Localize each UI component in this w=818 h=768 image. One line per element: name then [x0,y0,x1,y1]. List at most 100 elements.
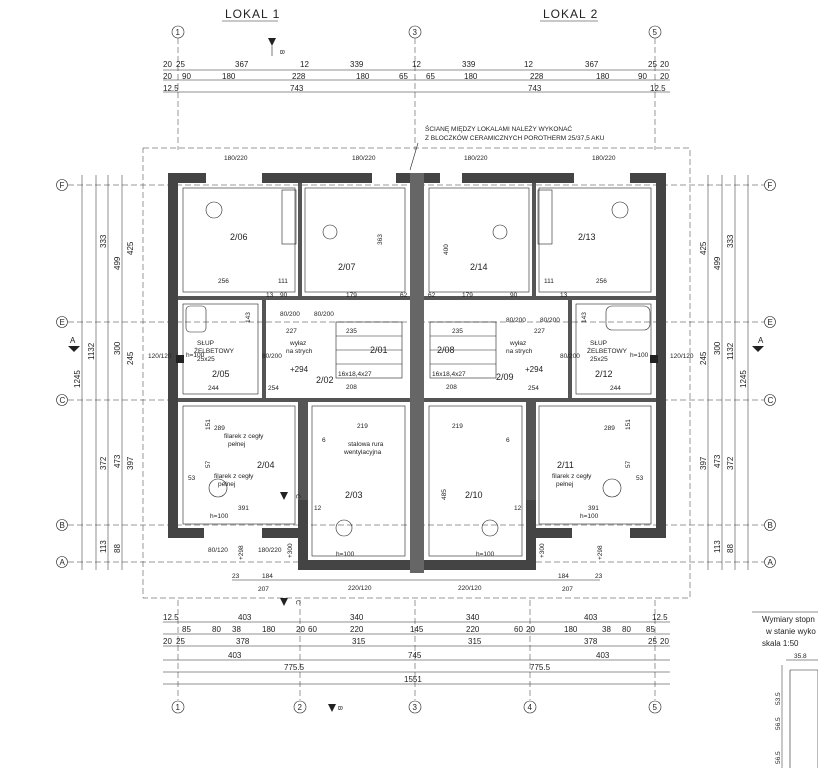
svg-text:16x18,4x27: 16x18,4x27 [432,371,466,378]
svg-text:SŁUP: SŁUP [197,340,214,347]
svg-text:C: C [294,600,301,605]
svg-text:300: 300 [113,341,122,355]
svg-text:F: F [768,181,773,190]
svg-text:16x18,4x27: 16x18,4x27 [338,371,372,378]
svg-text:38: 38 [602,625,611,634]
svg-text:filarek z cegły: filarek z cegły [214,473,254,480]
svg-text:235: 235 [346,328,357,335]
svg-text:180: 180 [596,72,610,81]
svg-text:stalowa rura: stalowa rura [348,441,384,448]
section-mark-a-left: A [68,336,80,352]
opening-labels: 180/220 180/220 180/220 180/220 80/200 8… [148,155,694,592]
svg-text:ŚCIANĘ MIĘDZY LOKALAMI NALEŻY: ŚCIANĘ MIĘDZY LOKALAMI NALEŻY WYKONAĆ [425,124,572,133]
svg-text:378: 378 [584,637,598,646]
svg-text:ŻELBETOWY: ŻELBETOWY [587,346,628,355]
svg-text:180: 180 [262,625,276,634]
svg-text:h=100: h=100 [336,551,355,558]
svg-text:180/220: 180/220 [464,155,488,162]
svg-text:775.5: 775.5 [284,663,305,672]
svg-text:339: 339 [462,60,476,69]
svg-text:1: 1 [176,28,181,37]
svg-text:38: 38 [232,625,241,634]
svg-text:111: 111 [544,278,554,285]
svg-text:pełnej: pełnej [556,481,573,488]
svg-text:12.5: 12.5 [163,613,179,622]
svg-text:151: 151 [625,419,632,430]
svg-text:6: 6 [506,437,510,444]
room-2-10: 2/10 [465,490,483,500]
svg-text:53: 53 [636,475,644,482]
svg-text:85: 85 [182,625,191,634]
svg-text:333: 333 [726,234,735,248]
svg-text:90: 90 [182,72,191,81]
svg-text:403: 403 [238,613,252,622]
svg-text:400: 400 [443,244,450,255]
svg-text:56.5: 56.5 [775,717,782,730]
svg-text:473: 473 [713,454,722,468]
svg-text:228: 228 [292,72,306,81]
svg-text:180/220: 180/220 [258,547,282,554]
svg-text:235: 235 [452,328,463,335]
svg-text:227: 227 [286,328,297,335]
svg-text:12: 12 [412,60,421,69]
room-2-07: 2/07 [338,262,356,272]
annotations: SŁUP ŻELBETOWY 25x25 SŁUP ŻELBETOWY 25x2… [186,340,649,560]
svg-text:143: 143 [581,312,588,323]
svg-text:378: 378 [236,637,250,646]
svg-text:1551: 1551 [404,675,422,684]
svg-text:184: 184 [262,573,273,580]
svg-text:333: 333 [99,234,108,248]
svg-text:151: 151 [205,419,212,430]
svg-text:372: 372 [726,456,735,470]
svg-text:20: 20 [163,60,172,69]
svg-text:23: 23 [232,573,240,580]
axis-top-3: 3 [408,25,422,39]
room-2-09: 2/09 [496,372,514,382]
svg-text:254: 254 [268,385,279,392]
svg-text:25: 25 [648,637,657,646]
svg-text:25x25: 25x25 [590,356,608,363]
svg-text:208: 208 [346,384,357,391]
svg-text:220: 220 [350,625,364,634]
svg-text:+294: +294 [290,365,309,374]
svg-text:397: 397 [126,456,135,470]
right-dimension-chain: 1132 1245 425 499 333 300 245 397 473 37… [699,175,749,570]
svg-text:228: 228 [530,72,544,81]
room-2-13: 2/13 [578,232,596,242]
svg-text:499: 499 [713,256,722,270]
svg-text:88: 88 [726,544,735,553]
svg-text:1132: 1132 [87,342,96,360]
svg-text:23: 23 [595,573,603,580]
section-mark-b-bottom: B [328,704,343,712]
room-2-03: 2/03 [345,490,363,500]
svg-text:219: 219 [452,423,463,430]
svg-text:A: A [70,336,76,345]
svg-text:20: 20 [296,625,305,634]
svg-text:80/200: 80/200 [540,317,560,324]
svg-text:256: 256 [596,278,607,285]
svg-text:1: 1 [176,703,181,712]
svg-text:220: 220 [466,625,480,634]
svg-text:+300: +300 [539,543,546,558]
svg-text:113: 113 [99,540,108,553]
svg-text:391: 391 [588,505,599,512]
svg-text:207: 207 [562,586,573,593]
svg-text:207: 207 [258,586,269,593]
svg-text:56.5: 56.5 [775,751,782,764]
wall-material-note: ŚCIANĘ MIĘDZY LOKALAMI NALEŻY WYKONAĆ Z … [409,124,605,171]
svg-text:180: 180 [464,72,478,81]
svg-text:340: 340 [350,613,364,622]
axis-left-labels: F E C B A [56,179,68,568]
svg-text:80/200: 80/200 [262,353,282,360]
svg-text:C: C [768,396,774,405]
svg-text:473: 473 [113,454,122,468]
svg-text:315: 315 [352,637,366,646]
svg-text:13: 13 [266,292,274,299]
svg-text:227: 227 [534,328,545,335]
svg-text:na strych: na strych [286,348,313,355]
svg-text:111: 111 [278,278,288,285]
section-mark-c: C C [280,492,301,606]
svg-text:wentylacyjna: wentylacyjna [343,449,382,456]
svg-text:256: 256 [218,278,229,285]
svg-text:57: 57 [205,460,212,468]
